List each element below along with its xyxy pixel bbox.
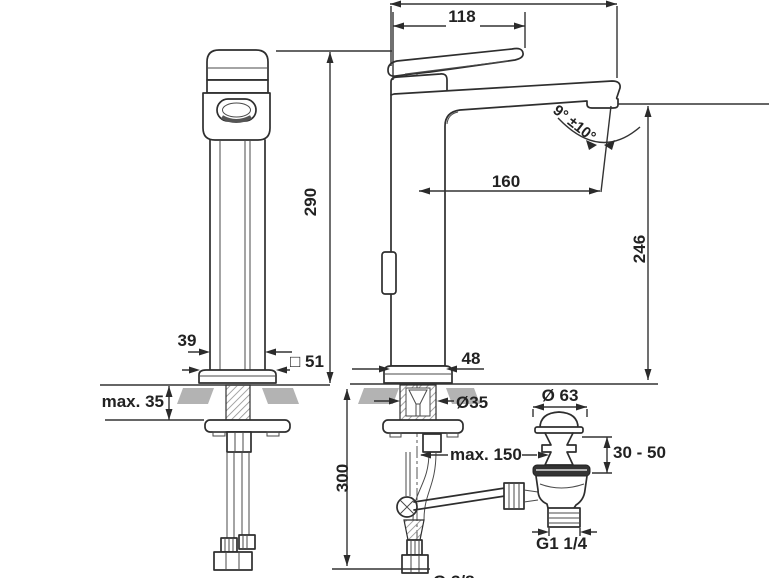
dim-waste-thread: G1 1/4 [536, 534, 588, 553]
dim-outlet-height: 246 [630, 235, 649, 263]
dim-body-depth: 48 [462, 349, 481, 368]
dim-spout-top-length: 118 [448, 7, 475, 26]
waste-assembly [532, 411, 591, 528]
dimension-lines [105, 0, 769, 570]
dim-max-deck-thickness: max. 35 [102, 392, 164, 411]
front-view [100, 49, 330, 571]
faucet-body [390, 80, 621, 367]
dim-waste-height-range: 30 - 50 [613, 443, 666, 462]
dim-body-width: 39 [178, 331, 197, 350]
dim-waste-cap-diameter: Ø 63 [542, 386, 579, 405]
dim-spout-reach: 160 [492, 172, 520, 191]
handle-lever-side [387, 47, 524, 77]
dim-hose-length: 300 [333, 464, 352, 492]
dim-total-height: 290 [301, 188, 320, 216]
dim-shank-diameter: Ø35 [456, 393, 488, 412]
dim-rod-reach: max. 150 [450, 445, 522, 464]
dim-hose-thread: G 3/8 [433, 572, 475, 578]
dim-base-square: □ 51 [290, 352, 324, 371]
side-view [350, 47, 658, 574]
waste-cap [539, 411, 579, 429]
